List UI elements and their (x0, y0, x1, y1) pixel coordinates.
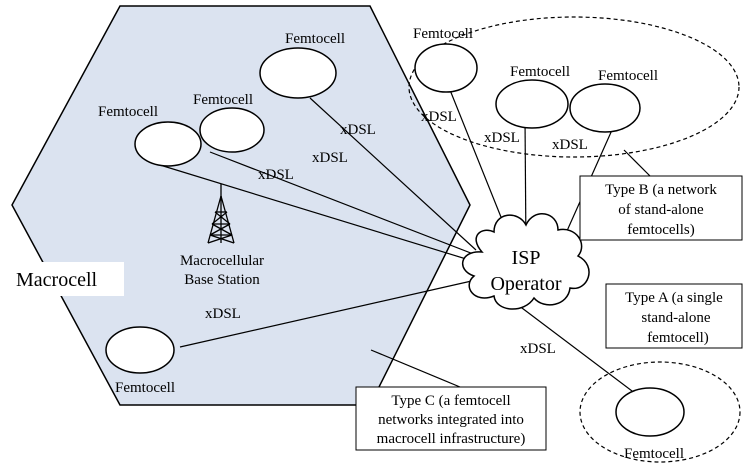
femtocells (105, 43, 685, 437)
femtocell-label-left: Femtocell (98, 104, 158, 120)
femtocell-label-b2: Femtocell (510, 64, 570, 80)
xdsl-line-bottom-femtocell (179, 279, 477, 348)
femtocell-label-mid: Femtocell (193, 92, 253, 108)
isp-label-line2: Operator (490, 273, 561, 295)
xdsl-label-mid: xDSL (312, 150, 348, 166)
femtocell-b2 (495, 79, 569, 129)
femtocell-label-b3: Femtocell (598, 68, 658, 84)
xdsl-labels: xDSL xDSL xDSL xDSL xDSL xDSL xDSL xDSL (205, 109, 588, 357)
femtocell-labels: Femtocell Femtocell Femtocell Femtocell … (98, 26, 684, 462)
femtocell-mid (199, 107, 265, 153)
xdsl-line-top-femtocell (309, 97, 477, 251)
xdsl-line-a (517, 304, 641, 398)
femtocell-label-b1: Femtocell (413, 26, 473, 42)
base-station-label-line1: Macrocellular (180, 253, 264, 269)
xdsl-label-bottom: xDSL (205, 306, 241, 322)
type-b-line2: of stand-alone (618, 202, 704, 218)
isp-cloud (462, 213, 590, 310)
femtocell-top (259, 47, 337, 99)
femtocell-bottom (105, 326, 175, 374)
tower-icon (207, 184, 235, 244)
type-b-callout-pointer (623, 149, 651, 177)
femtocell-a (615, 387, 685, 437)
xdsl-label-top: xDSL (340, 122, 376, 138)
type-b-line3: femtocells) (627, 222, 694, 238)
xdsl-label-a: xDSL (520, 341, 556, 357)
macrocell-label-box (8, 262, 124, 296)
type-c-callout (355, 386, 547, 451)
isp-label-line1: ISP (512, 247, 541, 269)
type-c-line2: networks integrated into (378, 412, 524, 428)
femtocell-label-bottom: Femtocell (115, 380, 175, 396)
type-a-line1: Type A (a single (625, 290, 723, 306)
type-c-callout-pointer (370, 349, 461, 388)
type-a-line3: femtocell) (647, 330, 709, 346)
macrocell-hexagon (11, 5, 471, 406)
macrocell-label: Macrocell (16, 269, 98, 291)
xdsl-label-b3: xDSL (552, 137, 588, 153)
femtocell-label-a: Femtocell (624, 446, 684, 462)
type-b-line1: Type B (a network (605, 182, 717, 198)
femtocell-b3 (569, 83, 641, 133)
xdsl-label-left: xDSL (258, 167, 294, 183)
xdsl-label-b2: xDSL (484, 130, 520, 146)
femtocell-label-top: Femtocell (285, 31, 345, 47)
xdsl-line-mid-femtocell (209, 151, 477, 256)
type-a-line2: stand-alone (641, 310, 710, 326)
femtocell-left (134, 121, 202, 167)
xdsl-links (159, 89, 651, 398)
type-a-group-ellipse (579, 361, 741, 463)
xdsl-label-b1: xDSL (421, 109, 457, 125)
type-c-line3: macrocell infrastructure) (377, 431, 526, 447)
base-station-label-line2: Base Station (184, 272, 260, 288)
type-b-group-ellipse (408, 16, 740, 158)
type-c-line1: Type C (a femtocell (391, 393, 510, 409)
xdsl-line-left-femtocell (159, 164, 477, 263)
type-a-callout (605, 283, 743, 349)
type-b-callout (579, 175, 743, 241)
femtocell-b1 (414, 43, 478, 93)
